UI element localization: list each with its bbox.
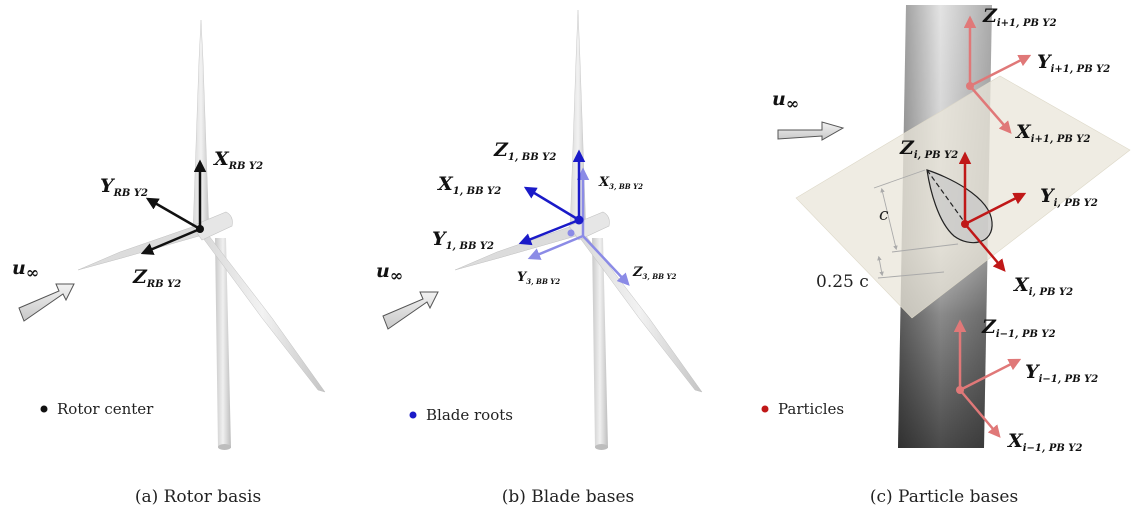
- blade3-z-label: Z3, BB Y2: [632, 265, 677, 281]
- quarter-dim-arrow: [877, 255, 884, 277]
- particle-prev-x-arrow: [959, 389, 1001, 438]
- particle-prev-y-label: Yi−1, PB Y2: [1025, 361, 1098, 385]
- particle-next-dot: [966, 82, 974, 90]
- legend-label: Particles: [778, 400, 844, 418]
- turbine-a: [77, 19, 326, 450]
- x-axis-label: XRB Y2: [213, 148, 263, 172]
- legend-b: Blade roots: [409, 406, 513, 424]
- tower-base: [595, 444, 608, 450]
- nacelle: [568, 211, 610, 241]
- panel-b: u∞ Z1, BB Y2 X1, BB Y2 Y1, BB Y2 X3, BB …: [376, 9, 703, 507]
- inflow-arrow-c: u∞: [772, 88, 845, 141]
- panel-c: c 0.25 c u∞ Zi+1, PB Y2 Yi+1, PB Y2 X: [761, 5, 1131, 507]
- legend-marker: [761, 405, 769, 413]
- nacelle: [191, 211, 233, 241]
- legend-label: Rotor center: [57, 400, 154, 418]
- particle-i-x-label: Xi, PB Y2: [1013, 274, 1073, 298]
- inflow-label: u∞: [376, 260, 403, 285]
- caption-c: (c) Particle bases: [870, 487, 1018, 507]
- tower: [215, 238, 231, 448]
- blade-left: [77, 225, 200, 271]
- inflow-arrow: [382, 291, 439, 330]
- blade1-x-arrow: [523, 186, 580, 222]
- blade1-y-label: Y1, BB Y2: [432, 228, 494, 252]
- legend-a: Rotor center: [40, 400, 154, 418]
- tower: [592, 238, 608, 448]
- leading-edge-ext: [873, 169, 926, 189]
- caption-b: (b) Blade bases: [502, 487, 635, 507]
- quarter-chord-label: 0.25 c: [816, 272, 869, 292]
- particle-i-z-label: Zi, PB Y2: [899, 137, 958, 161]
- particle-basis-vectors: Zi+1, PB Y2 Yi+1, PB Y2 Xi+1, PB Y2 Zi, …: [899, 5, 1110, 454]
- blade3-root-dot: [567, 229, 575, 237]
- blade3-y-arrow: [527, 234, 584, 260]
- particle-next-x-arrow: [969, 85, 1012, 134]
- tower-base: [218, 444, 231, 450]
- blade1-y-arrow: [518, 218, 580, 246]
- inflow-label: u∞: [772, 88, 799, 113]
- blade-basis-vectors: Z1, BB Y2 X1, BB Y2 Y1, BB Y2 X3, BB Y2 …: [432, 139, 677, 286]
- legend-marker: [409, 411, 417, 419]
- panel-a: u∞ XRB Y2 YRB Y2 ZRB Y2 Rotor center (a)…: [12, 19, 326, 507]
- z-axis-label: ZRB Y2: [132, 266, 181, 290]
- blade1-z-label: Z1, BB Y2: [493, 139, 556, 163]
- particle-next-y-label: Yi+1, PB Y2: [1037, 51, 1110, 75]
- blade1-x-label: X1, BB Y2: [437, 173, 501, 197]
- particle-next-x-label: Xi+1, PB Y2: [1015, 121, 1090, 145]
- trailing-edge-ext: [891, 243, 959, 253]
- particle-i-x-arrow: [964, 223, 1006, 272]
- inflow-arrow-b: u∞: [376, 260, 439, 330]
- blade3-x-label: X3, BB Y2: [598, 175, 643, 191]
- particle-prev-y-arrow: [959, 358, 1022, 392]
- blade3-y-label: Y3, BB Y2: [517, 270, 560, 286]
- z-axis-arrow: [140, 227, 201, 255]
- chord-dim-arrow: [880, 187, 898, 251]
- legend-marker: [40, 405, 48, 413]
- y-axis-label: YRB Y2: [100, 175, 148, 199]
- inflow-label: u∞: [12, 257, 39, 282]
- chord-line: [926, 169, 966, 224]
- particle-prev-z-label: Zi−1, PB Y2: [981, 316, 1056, 340]
- turbine-b: [454, 9, 703, 450]
- caption-a: (a) Rotor basis: [135, 487, 261, 507]
- legend-label: Blade roots: [426, 406, 513, 424]
- inflow-arrow: [777, 121, 845, 141]
- blade3-z-arrow: [582, 235, 630, 286]
- particle-i-y-arrow: [964, 192, 1027, 226]
- rotor-basis-vectors: XRB Y2 YRB Y2 ZRB Y2: [100, 148, 263, 290]
- airfoil-profile: [926, 169, 993, 244]
- particle-next-y-arrow: [969, 54, 1032, 88]
- quarter-chord-ext: [877, 271, 945, 279]
- particle-prev-x-label: Xi−1, PB Y2: [1007, 430, 1082, 454]
- particle-i-dot: [961, 220, 969, 228]
- inflow-arrow: [18, 283, 75, 322]
- inflow-arrow-a: u∞: [12, 257, 75, 322]
- particle-i-y-label: Yi, PB Y2: [1040, 185, 1098, 209]
- chord-label: c: [879, 205, 889, 225]
- particle-prev-dot: [956, 386, 964, 394]
- rotor-center-dot: [196, 225, 204, 233]
- particle-next-z-label: Zi+1, PB Y2: [982, 5, 1057, 29]
- dimension-lines: c 0.25 c: [816, 169, 959, 292]
- y-axis-arrow: [145, 197, 201, 231]
- legend-c: Particles: [761, 400, 844, 418]
- blade1-root-dot: [574, 215, 584, 225]
